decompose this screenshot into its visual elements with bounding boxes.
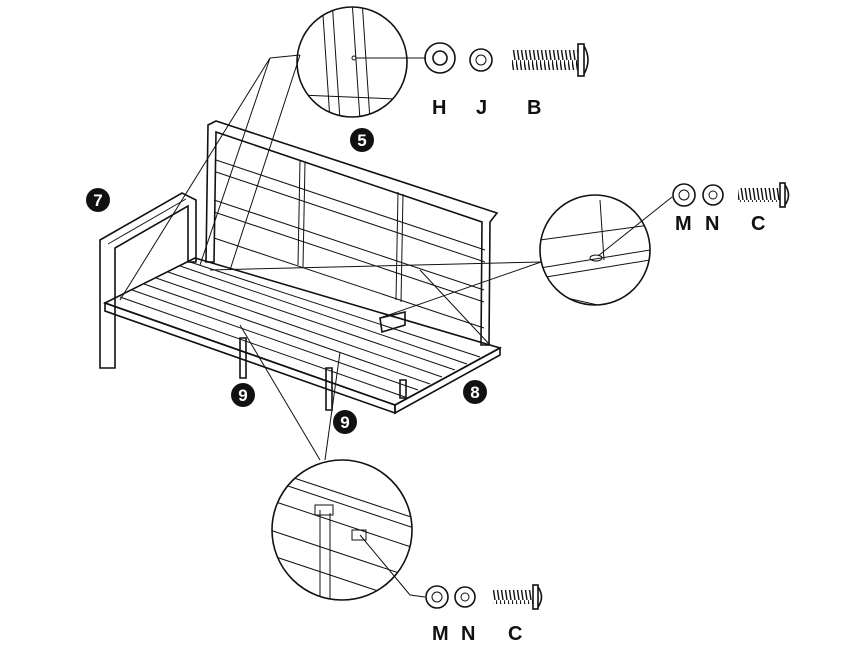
part-label-c: C <box>751 213 765 235</box>
part-label-n: N <box>461 623 475 645</box>
backrest-frame <box>205 120 499 346</box>
washer-m-icon <box>425 585 449 609</box>
step-badge-7: 7 <box>86 188 110 212</box>
bolt-b-icon <box>512 43 589 77</box>
callout-bottom: M N C <box>271 459 543 645</box>
part-label-n: N <box>705 213 719 235</box>
washer-j-icon <box>469 48 493 72</box>
svg-text:9: 9 <box>340 413 349 432</box>
part-label-j: J <box>476 97 487 119</box>
seat-frame <box>102 257 503 415</box>
callout-right: M N C <box>539 182 790 306</box>
leader-lines <box>119 54 542 461</box>
part-label-b: B <box>527 97 541 119</box>
legs <box>239 337 407 411</box>
step-badge-9-right: 9 <box>333 410 357 434</box>
svg-text:5: 5 <box>357 131 366 150</box>
part-label-c: C <box>508 623 522 645</box>
svg-text:7: 7 <box>93 191 102 210</box>
washer-h-icon <box>424 42 456 74</box>
bolt-c-icon <box>493 584 543 610</box>
step-badge-5: 5 <box>350 128 374 152</box>
callout-top: H J B <box>296 6 589 119</box>
bolt-c-icon <box>738 182 790 208</box>
svg-text:8: 8 <box>470 383 479 402</box>
armrest <box>99 192 197 369</box>
svg-text:9: 9 <box>238 386 247 405</box>
step-badge-9-left: 9 <box>231 383 255 407</box>
part-label-h: H <box>432 97 446 119</box>
part-label-m: M <box>675 213 692 235</box>
washer-n-icon <box>702 184 724 206</box>
washer-m-icon <box>672 183 696 207</box>
step-badge-8: 8 <box>463 380 487 404</box>
washer-n-icon <box>454 586 476 608</box>
part-label-m: M <box>432 623 449 645</box>
